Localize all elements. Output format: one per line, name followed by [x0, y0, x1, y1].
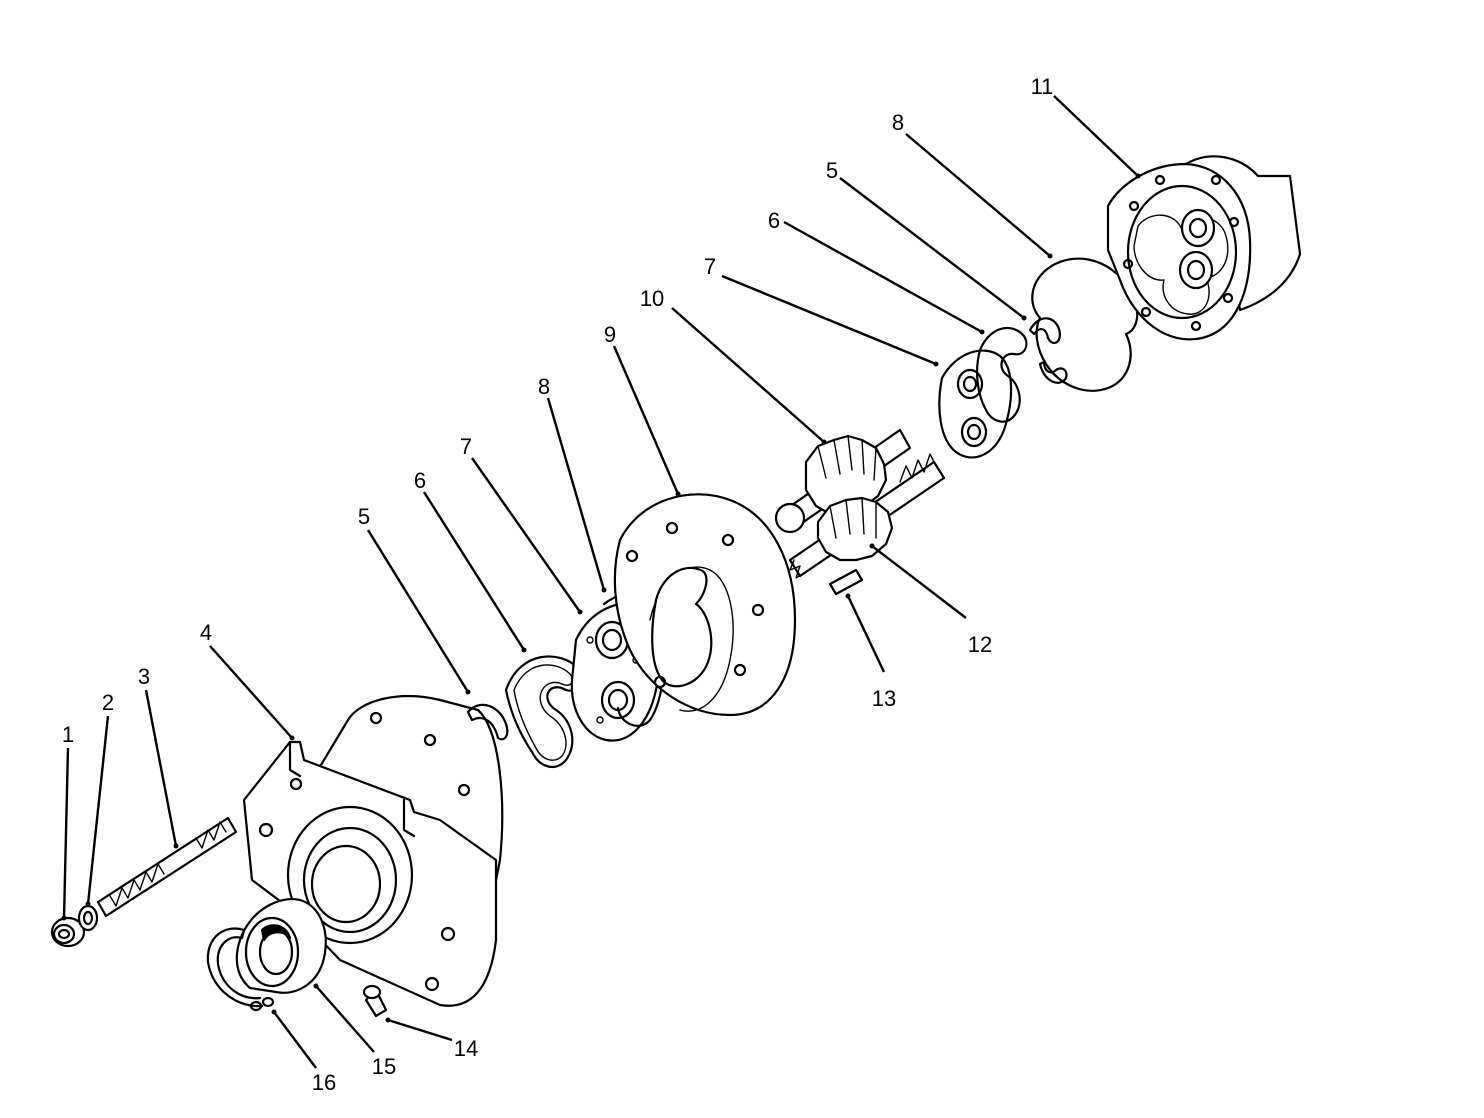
leader-dot-9 — [675, 491, 681, 497]
leader-dot-15 — [313, 983, 319, 989]
callout-6b: 6 — [768, 208, 780, 233]
callout-10: 10 — [640, 286, 664, 311]
callout-13: 13 — [872, 686, 896, 711]
leader-2 — [86, 715, 110, 905]
leader-8a — [546, 397, 606, 591]
leader-3 — [144, 689, 178, 847]
leader-8b — [905, 133, 1051, 257]
callout-15: 15 — [372, 1054, 396, 1079]
leader-dot-12 — [869, 543, 875, 549]
leader-13 — [846, 595, 886, 673]
part-6-gasket-rear — [976, 326, 1028, 423]
leader-dot-5a — [465, 689, 471, 695]
part-13-key — [828, 568, 864, 596]
part-3-stud — [96, 816, 238, 918]
leader-4 — [209, 645, 293, 739]
callout-5b: 5 — [826, 158, 838, 183]
leader-6a — [422, 491, 526, 651]
part-5-seal-front — [466, 703, 509, 741]
leader-16 — [273, 1011, 317, 1069]
leader-14 — [387, 1018, 453, 1042]
part-10-drive-gear — [774, 428, 912, 534]
leader-dot-4 — [289, 735, 295, 741]
callout-7a: 7 — [460, 434, 472, 459]
callout-8a: 8 — [538, 374, 550, 399]
part-14-screw — [362, 984, 388, 1018]
leader-dot-6b — [979, 329, 985, 335]
leader-7b — [721, 274, 937, 366]
callout-7b: 7 — [704, 254, 716, 279]
callout-6a: 6 — [414, 468, 426, 493]
leader-1 — [62, 747, 70, 919]
callout-3: 3 — [138, 664, 150, 689]
leader-dot-14 — [385, 1017, 391, 1023]
leader-12 — [871, 545, 967, 619]
part-2-lock-washer — [77, 904, 99, 932]
callout-12: 12 — [968, 632, 992, 657]
callout-labels: 1 2 3 4 5 6 7 8 9 10 7 6 5 8 11 12 13 14… — [62, 74, 1054, 1095]
callout-14: 14 — [454, 1036, 478, 1061]
leader-dot-6a — [521, 647, 527, 653]
leader-dot-13 — [845, 593, 851, 599]
leader-dot-3 — [173, 843, 179, 849]
leader-dot-11 — [1135, 173, 1141, 179]
part-7-wear-plate-rear — [938, 349, 1013, 459]
part-16-retaining-ring — [206, 927, 275, 1012]
leader-5b — [839, 177, 1025, 319]
callout-11: 11 — [1031, 74, 1054, 99]
callout-2: 2 — [102, 690, 114, 715]
callout-1: 1 — [62, 722, 74, 747]
part-1-nut — [50, 916, 86, 948]
leader-9 — [612, 345, 680, 495]
callout-5a: 5 — [358, 504, 370, 529]
leader-6b — [783, 220, 983, 334]
leader-dot-7b — [933, 361, 939, 367]
leader-dot-8b — [1047, 253, 1053, 259]
callout-9: 9 — [604, 322, 616, 347]
leader-dot-10 — [821, 439, 827, 445]
leader-15 — [315, 985, 375, 1053]
callout-4: 4 — [200, 620, 212, 645]
leader-dot-16 — [271, 1009, 277, 1015]
part-5-seal-rear — [1028, 317, 1068, 384]
part-6-gasket-front — [504, 655, 584, 769]
callout-16: 16 — [312, 1070, 336, 1095]
part-9-gear-housing — [613, 493, 797, 717]
part-4-front-housing — [242, 694, 504, 1007]
leader-dot-5b — [1021, 315, 1027, 321]
part-11-rear-cover — [1106, 155, 1302, 341]
part-15-shaft-seal — [235, 897, 327, 994]
leader-7a — [471, 457, 581, 613]
leader-dot-2 — [85, 901, 91, 907]
leader-dot-1 — [61, 915, 67, 921]
leader-10 — [671, 307, 825, 443]
leader-11 — [1053, 95, 1139, 177]
leader-5a — [366, 529, 470, 693]
leader-lines — [61, 95, 1141, 1069]
leader-dot-7a — [577, 609, 583, 615]
leader-dot-8a — [601, 587, 607, 593]
callout-8b: 8 — [892, 110, 904, 135]
